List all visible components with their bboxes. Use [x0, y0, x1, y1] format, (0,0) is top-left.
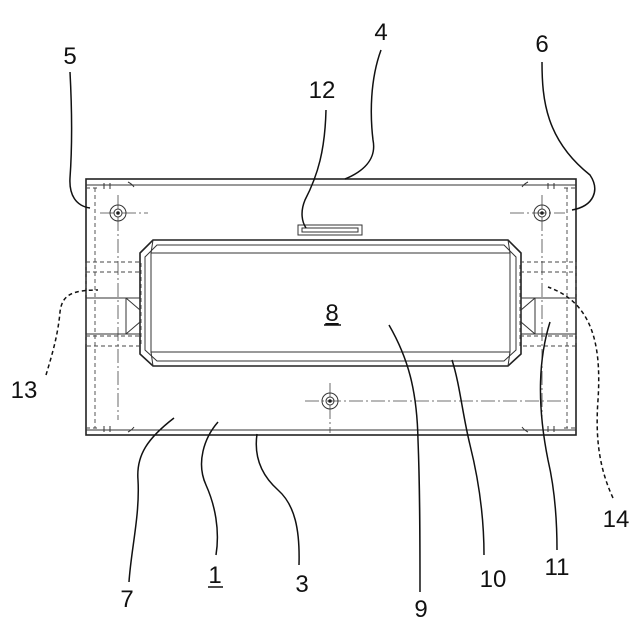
label-3: 3	[295, 571, 308, 598]
leader-4	[345, 50, 381, 179]
side-channel-left	[86, 262, 141, 346]
label-7: 7	[120, 586, 133, 613]
label-10: 10	[480, 566, 507, 593]
leader-3	[256, 434, 299, 565]
leader-9	[389, 325, 420, 592]
leader-12	[302, 110, 326, 228]
label-14: 14	[603, 506, 630, 533]
label-1: 1	[208, 562, 221, 589]
label-4: 4	[374, 19, 387, 46]
leader-10	[452, 360, 484, 555]
label-6: 6	[535, 31, 548, 58]
label-13: 13	[11, 377, 38, 404]
leader-11	[540, 322, 557, 550]
label-5: 5	[63, 43, 76, 70]
rib-12	[298, 225, 362, 235]
leader-6	[542, 62, 595, 210]
label-12: 12	[309, 77, 336, 104]
leader-1	[202, 422, 218, 555]
reference-labels: 5 4 6 12 8 13 14 11 1 3 10 7 9	[11, 19, 630, 623]
label-11: 11	[545, 554, 570, 581]
label-9: 9	[414, 596, 427, 623]
leader-14	[548, 287, 613, 498]
side-channel-right	[520, 262, 576, 346]
leader-13	[46, 290, 98, 375]
label-8: 8	[325, 300, 338, 327]
leader-7	[129, 418, 174, 582]
